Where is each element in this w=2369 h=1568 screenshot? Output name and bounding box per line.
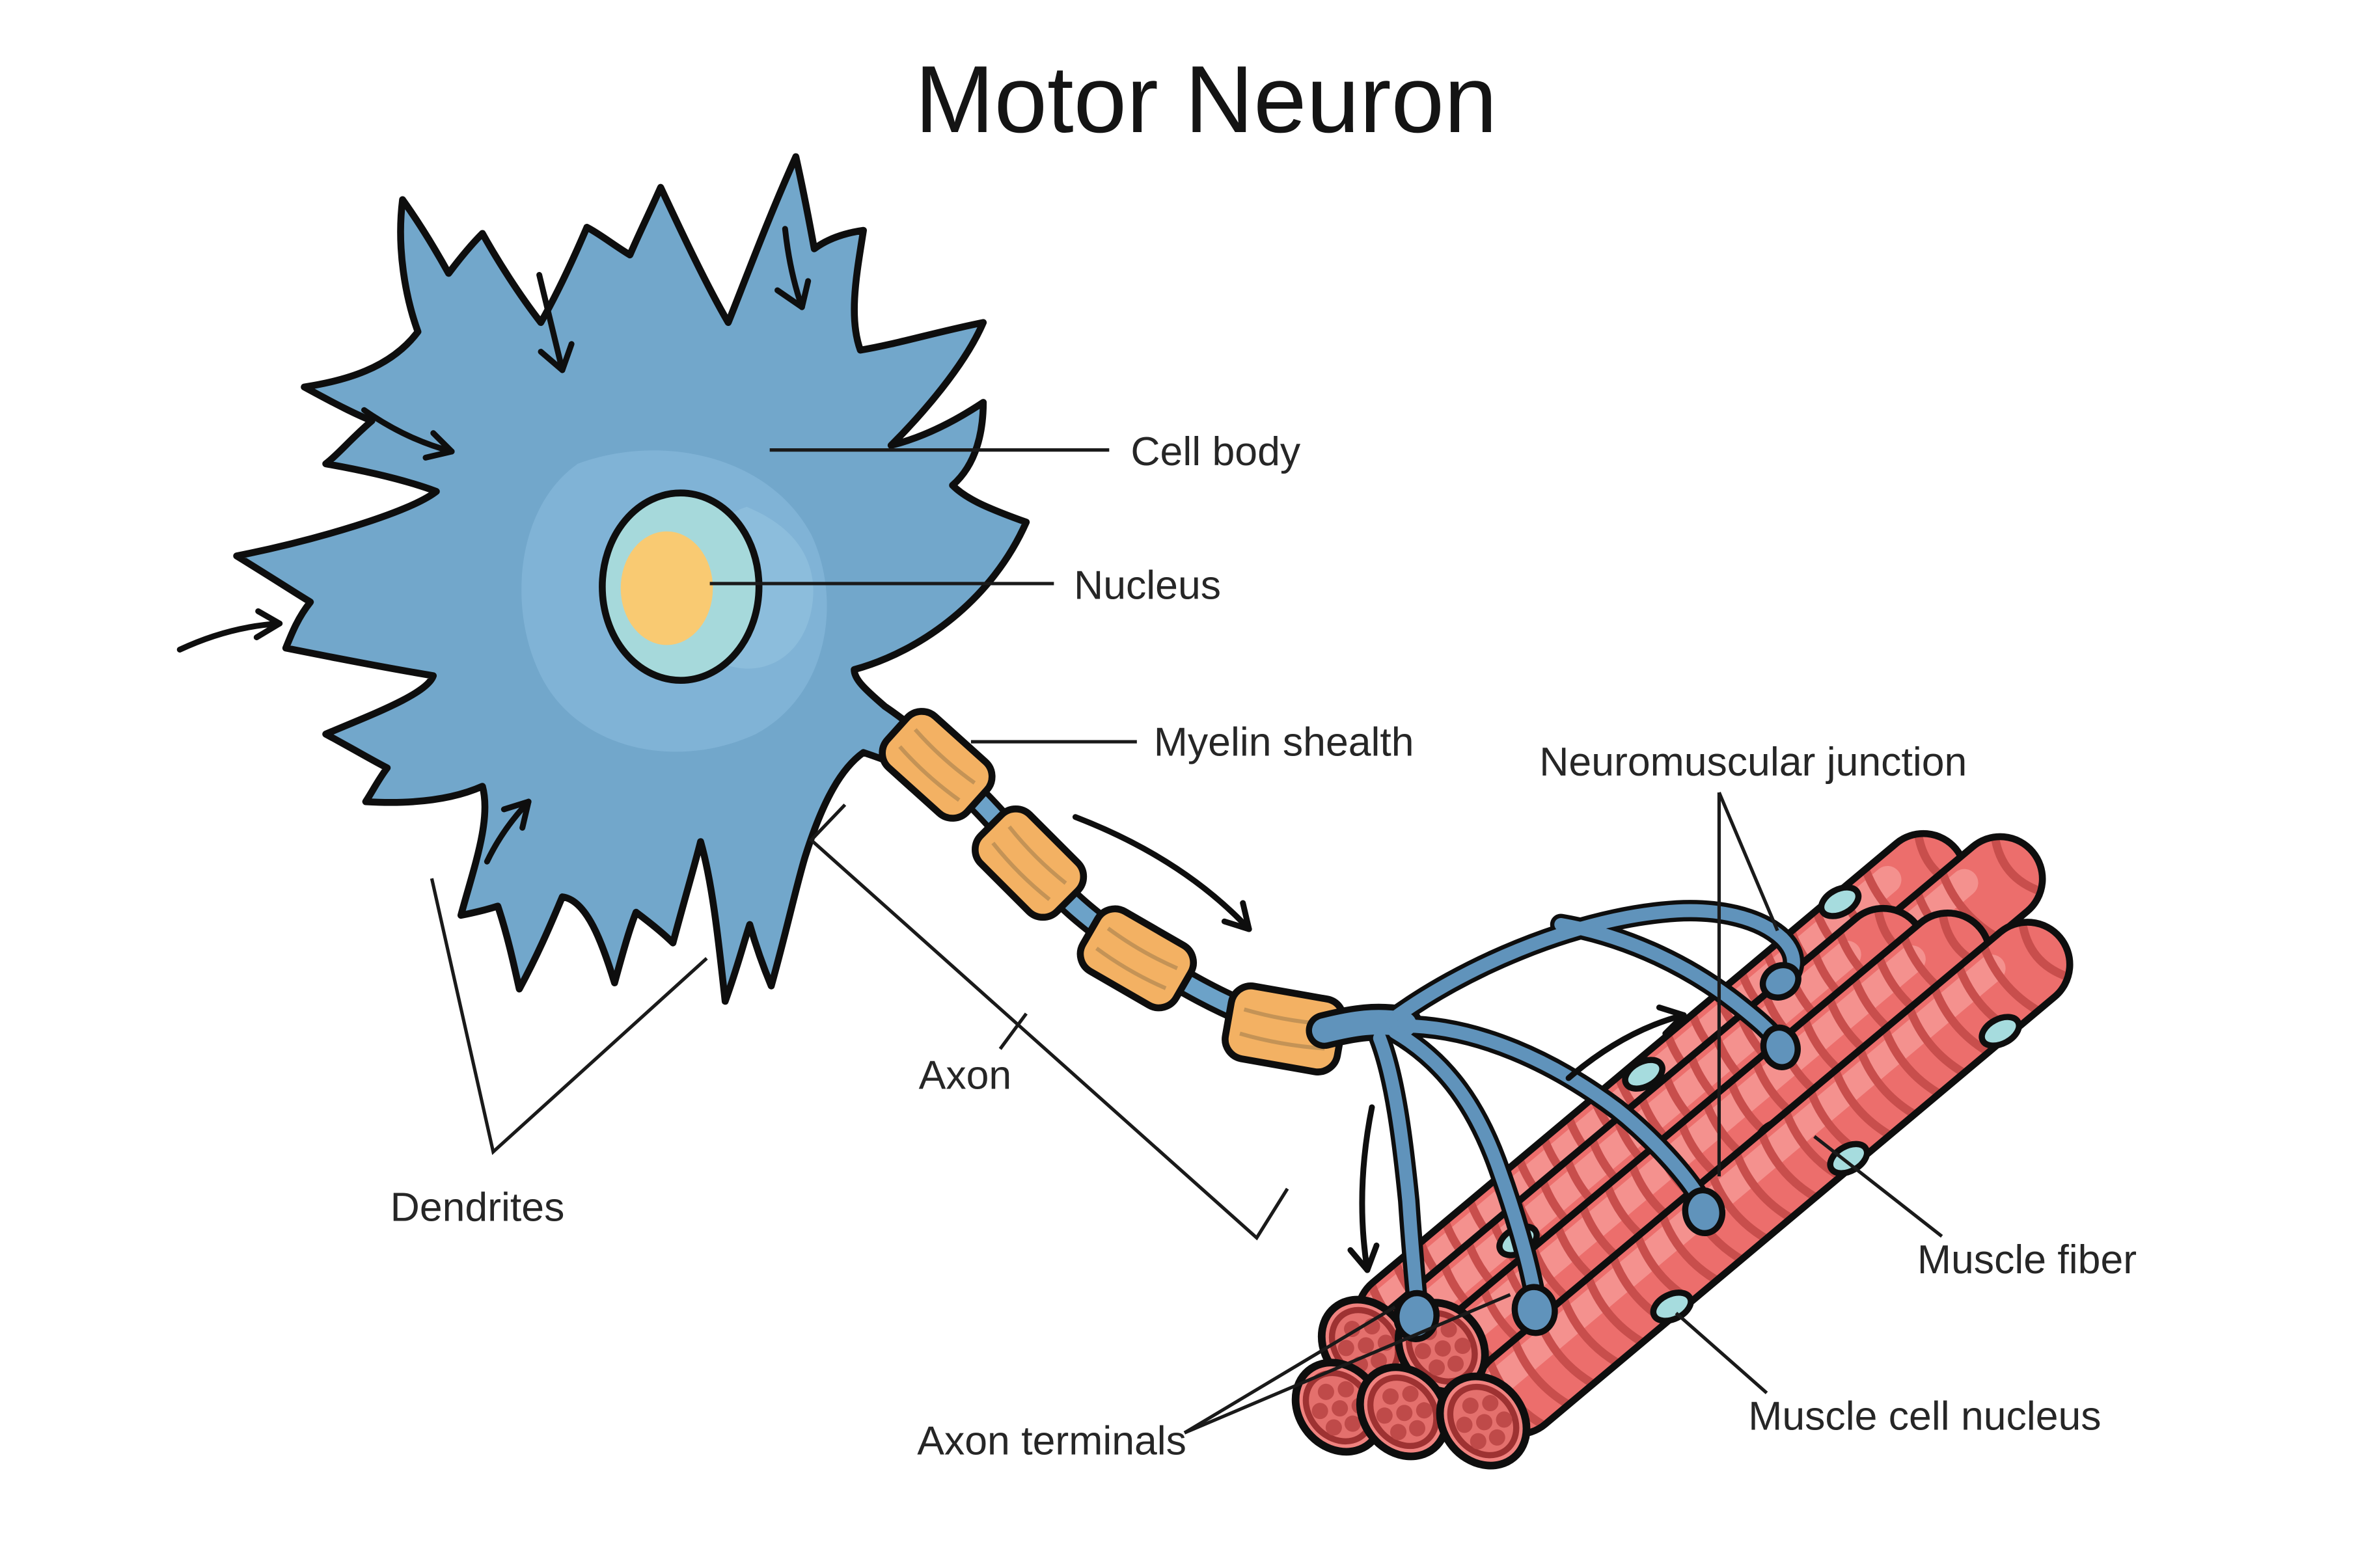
myelin-sheath [879, 708, 1347, 1075]
myelin-segment-3 [1076, 905, 1198, 1012]
signal-arrow [774, 226, 812, 310]
label-axon-terminals: Axon terminals [917, 1418, 1186, 1463]
signal-arrow [361, 407, 455, 461]
dendrites-bracket [430, 878, 708, 1156]
muscle-fiber [1472, 916, 2074, 1438]
signal-arrow [536, 272, 575, 373]
neuromuscular-junction-leader-diagonal [1718, 791, 1779, 932]
label-myelin-sheath: Myelin shealth [1154, 719, 1414, 764]
label-cell-body: Cell body [1130, 429, 1300, 474]
muscle-cell-nucleus-leader [1675, 1312, 1768, 1394]
label-axon: Axon [919, 1053, 1012, 1098]
neuron-cell [233, 153, 1030, 1005]
muscle-cell-nucleus-dot [1622, 1057, 1665, 1092]
myelin-segment-2 [972, 805, 1088, 921]
label-nucleus: Nucleus [1074, 563, 1221, 608]
label-muscle-cell-nucleus: Muscle cell nucleus [1748, 1394, 2101, 1439]
signal-arrow [1565, 1004, 1687, 1081]
axon-terminals [1324, 911, 1804, 1342]
muscle-cell-nucleus-dot [1818, 884, 1862, 919]
axon-terminal-bulb [1682, 1187, 1726, 1237]
axon-terminals-leader-2 [1183, 1293, 1511, 1435]
page-title: Motor Neuron [915, 47, 1498, 153]
label-dendrites: Dendrites [390, 1185, 565, 1230]
muscle-cell-nucleus-dot [1650, 1290, 1694, 1324]
axon-terminal-bulb [1760, 1024, 1801, 1070]
myelin-segment-1 [879, 708, 996, 822]
label-neuromuscular-junction: Neuromuscular junction [1539, 739, 1967, 785]
axon-leader [998, 1012, 1028, 1050]
axon-bracket [808, 804, 1289, 1241]
muscle-fiber-nuclei [1622, 884, 1862, 1092]
axon-terminals-leader-1 [1183, 1305, 1396, 1435]
axon-terminal-bulb [1393, 1290, 1440, 1342]
signal-arrow [1347, 1104, 1380, 1273]
axon-terminal-bulb [1511, 1284, 1558, 1336]
signal-arrow [484, 798, 532, 865]
leader-lines [430, 448, 1943, 1435]
muscle-cell-nucleus-dot [1979, 1014, 2022, 1049]
muscle-fiber-cross-section [1356, 1363, 1451, 1461]
muscle-fiber-leader [1813, 1135, 1943, 1238]
label-muscle-fiber: Muscle fiber [1917, 1237, 2137, 1282]
nucleolus [620, 531, 713, 645]
signal-arrow [176, 608, 283, 653]
signal-arrows [176, 226, 1687, 1273]
muscle-fiber-cross-section [1436, 1372, 1531, 1470]
signal-arrow [1072, 814, 1252, 932]
axon-terminal-bulb [1759, 962, 1801, 1001]
